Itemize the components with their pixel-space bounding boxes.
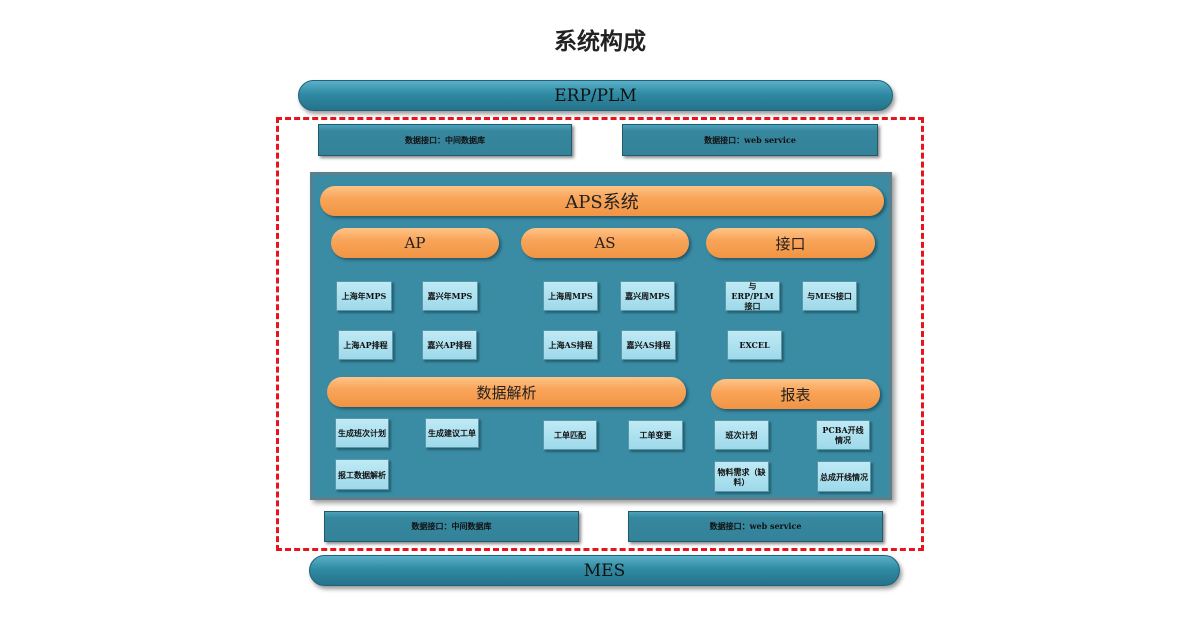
box: 工单变更 — [628, 420, 683, 450]
top-ws-interface: 数据接口：web service — [622, 124, 878, 156]
system-boundary — [276, 117, 924, 551]
box: 与ERP/PLM接口 — [725, 281, 780, 311]
module-as: AS — [521, 228, 689, 258]
top-db-interface: 数据接口：中间数据库 — [318, 124, 572, 156]
box: 工单匹配 — [543, 420, 597, 450]
box: 上海AP排程 — [338, 330, 393, 360]
bottom-db-interface: 数据接口：中间数据库 — [324, 511, 579, 542]
module-report: 报表 — [711, 379, 880, 409]
box: 嘉兴AS排程 — [621, 330, 676, 360]
aps-panel — [310, 172, 892, 500]
box: 上海AS排程 — [543, 330, 598, 360]
box: 生成班次计划 — [335, 418, 389, 448]
box: 生成建议工单 — [425, 418, 479, 448]
mes-bar: MES — [309, 555, 900, 586]
box: 报工数据解析 — [335, 459, 389, 490]
erp-plm-bar: ERP/PLM — [298, 80, 893, 111]
box: 嘉兴周MPS — [620, 281, 675, 311]
box: 上海年MPS — [336, 281, 392, 311]
box: 总成开线情况 — [817, 461, 871, 492]
bottom-ws-interface: 数据接口：web service — [628, 511, 883, 542]
box: 班次计划 — [714, 420, 769, 450]
box: EXCEL — [727, 330, 782, 360]
module-ap: AP — [331, 228, 499, 258]
box: PCBA开线情况 — [816, 420, 870, 450]
box: 与MES接口 — [802, 281, 857, 311]
box: 嘉兴年MPS — [422, 281, 478, 311]
page-title: 系统构成 — [554, 29, 646, 55]
module-analysis: 数据解析 — [327, 377, 686, 407]
box: 物料需求（缺料） — [714, 461, 769, 492]
box: 上海周MPS — [543, 281, 598, 311]
box: 嘉兴AP排程 — [422, 330, 477, 360]
module-interface: 接口 — [706, 228, 875, 258]
aps-bar: APS系统 — [320, 186, 884, 216]
